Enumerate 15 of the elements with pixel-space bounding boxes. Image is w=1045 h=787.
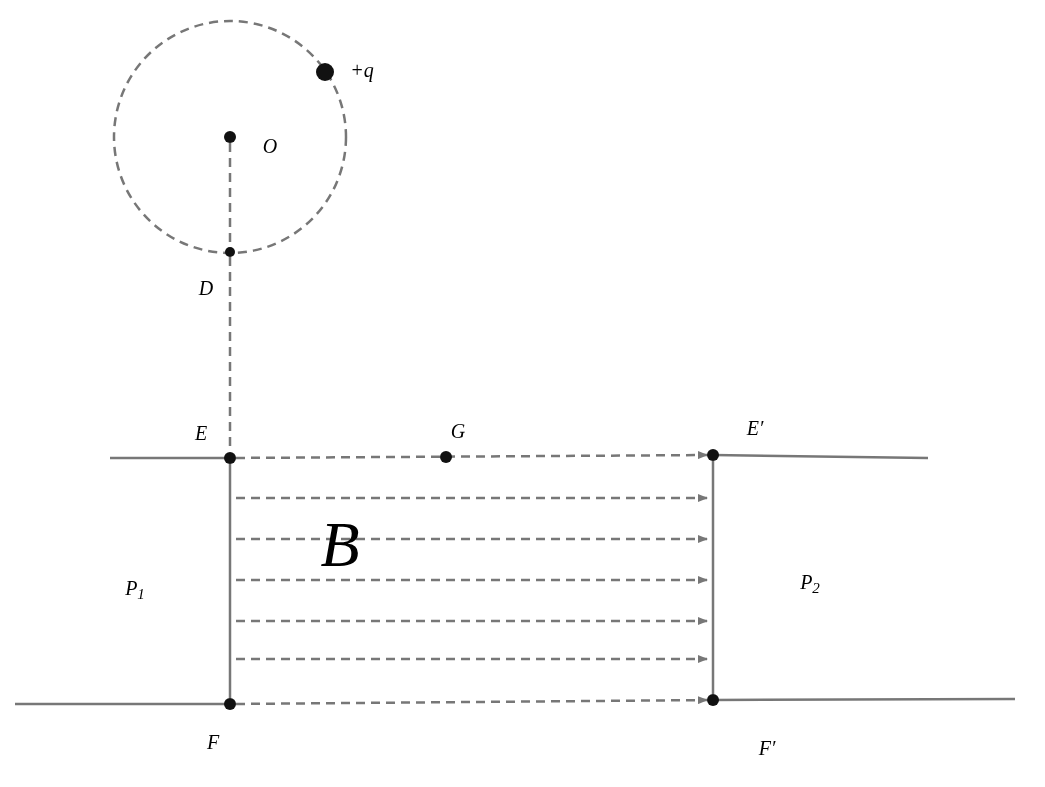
plate-label: P$_{2}$: [800, 572, 820, 592]
plate-label: P$_{1}$: [125, 578, 145, 598]
point-label: D: [198, 278, 214, 298]
point-label: E: [194, 423, 208, 443]
point-label: G: [450, 421, 466, 441]
plate-line: [711, 461, 715, 694]
point-label: F′: [758, 738, 776, 758]
plate-line: [228, 464, 232, 698]
point-label: E′: [746, 418, 764, 438]
field-symbol: B: [320, 513, 360, 577]
field-line-arrow: [236, 696, 708, 706]
point-label: O: [262, 136, 278, 156]
point-label: +q: [350, 60, 374, 80]
point-label: F: [206, 732, 220, 752]
field-line-arrow: [236, 451, 708, 460]
